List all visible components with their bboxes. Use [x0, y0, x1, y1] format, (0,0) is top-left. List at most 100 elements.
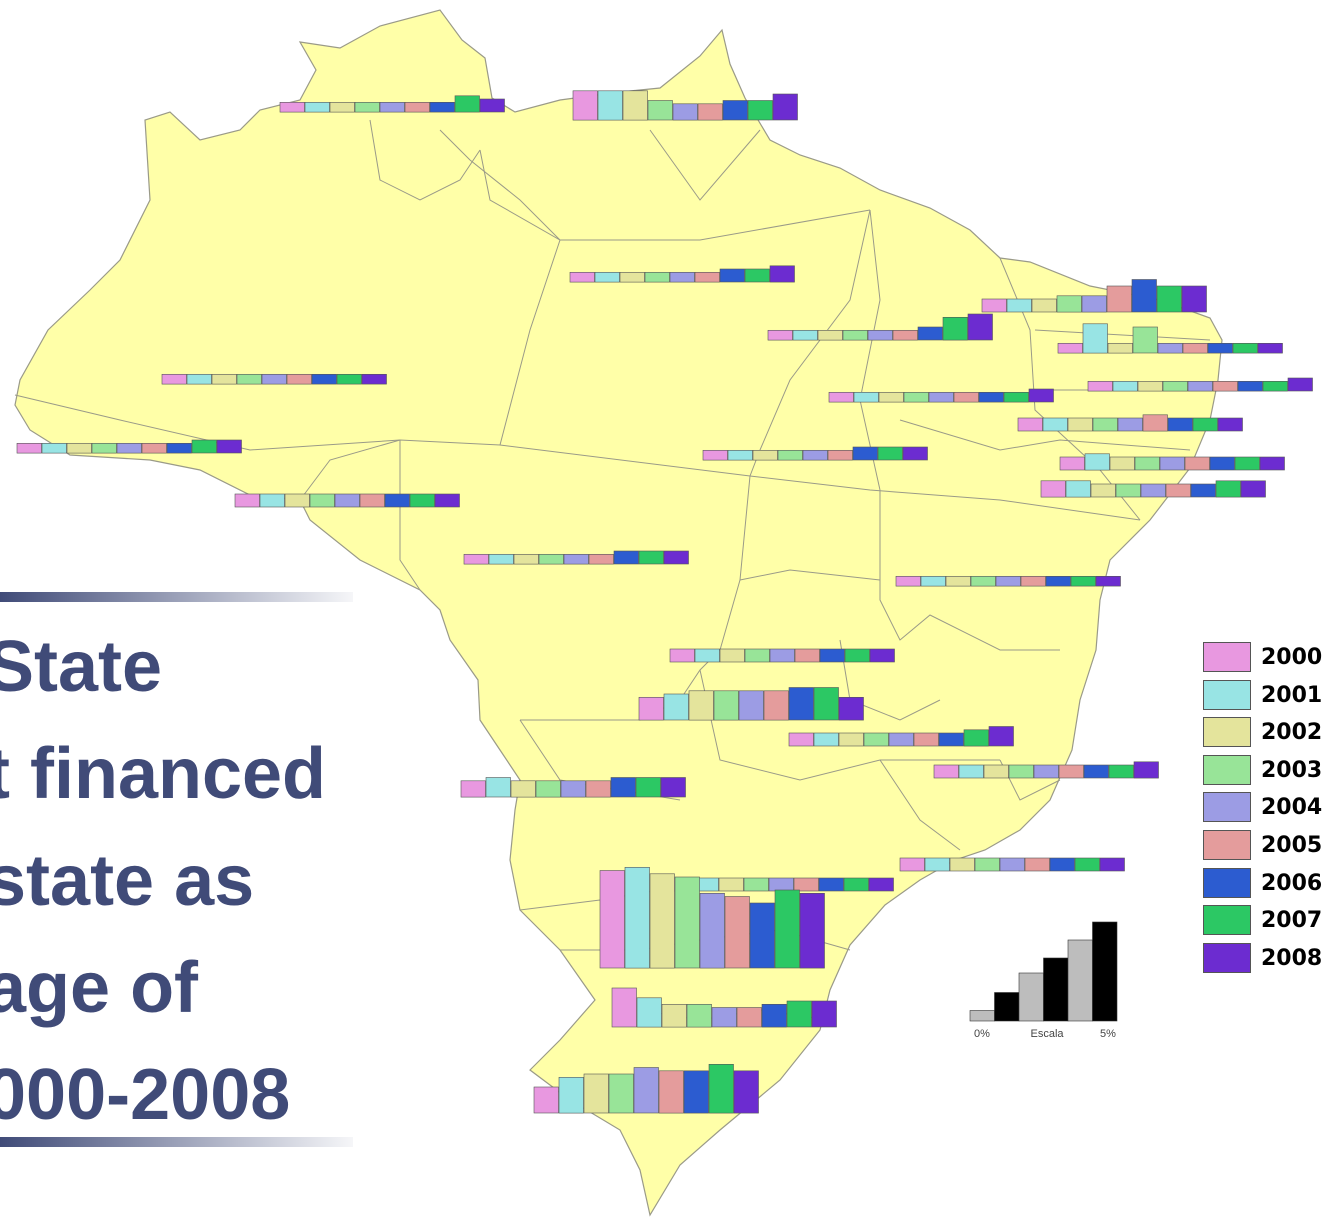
bar-2004 — [999, 857, 1025, 872]
legend-swatch — [1203, 754, 1251, 785]
bar-2001 — [304, 102, 330, 113]
bar-2006 — [1190, 483, 1216, 498]
legend-item: 2007 — [1203, 903, 1326, 941]
bar-2002 — [329, 102, 355, 113]
border-line — [649, 129, 761, 201]
bar-2003 — [354, 102, 380, 113]
bar-2001 — [1006, 298, 1032, 313]
bar-2005 — [736, 1007, 762, 1028]
bar-2008 — [1287, 377, 1313, 392]
bar-2001 — [958, 764, 984, 779]
bar-2008 — [811, 1000, 837, 1028]
bar-2007 — [708, 1064, 734, 1114]
bar-2006 — [384, 493, 410, 508]
bar-2001 — [1084, 453, 1110, 471]
bar-2002 — [649, 873, 675, 969]
bar-2002 — [719, 648, 745, 663]
bar-2005 — [286, 373, 312, 385]
bar-2000 — [788, 732, 814, 747]
scale-bar — [1092, 921, 1118, 1022]
bar-2001 — [1065, 480, 1091, 498]
bar-2002 — [878, 391, 904, 403]
bar-2008 — [434, 493, 460, 508]
bar-2003 — [1132, 326, 1158, 354]
bar-2000 — [234, 493, 260, 508]
border-line — [439, 129, 561, 446]
bar-2001 — [727, 449, 753, 461]
bar-2005 — [1058, 764, 1084, 779]
bar-2001 — [792, 329, 818, 341]
bar-2000 — [611, 987, 637, 1028]
state-bar-charts — [16, 90, 1313, 1114]
legend-item: 2003 — [1203, 753, 1326, 791]
bar-2003 — [236, 373, 262, 385]
bar-2004 — [563, 553, 589, 565]
legend-label: 2008 — [1261, 945, 1323, 971]
bar-2005 — [1165, 483, 1191, 498]
bar-2004 — [867, 329, 893, 341]
bar-2007 — [774, 889, 800, 969]
bar-2003 — [777, 449, 803, 461]
bar-2006 — [917, 326, 943, 341]
legend-swatch — [1203, 829, 1251, 860]
bar-2000 — [981, 298, 1007, 313]
bar-2002 — [1090, 483, 1116, 498]
bar-2006 — [1083, 764, 1109, 779]
bar-2007 — [1074, 857, 1100, 872]
bar-2000 — [463, 553, 489, 565]
border-line — [879, 490, 1060, 651]
bar-2005 — [913, 732, 939, 747]
bar-2007 — [1003, 391, 1029, 403]
bar-2000 — [1017, 417, 1043, 432]
bar-2004 — [1159, 456, 1185, 471]
bar-2007 — [942, 316, 968, 341]
bar-2000 — [899, 857, 925, 872]
legend-swatch — [1203, 792, 1251, 823]
bar-2006 — [761, 1003, 787, 1028]
scale-max-label: 5% — [1100, 1028, 1116, 1040]
border-line — [839, 639, 941, 721]
bar-2003 — [608, 1073, 634, 1114]
bar-2003 — [842, 329, 868, 341]
bar-2004 — [1117, 417, 1143, 432]
bar-2004 — [1187, 380, 1213, 392]
bar-2008 — [1095, 575, 1121, 587]
scale-min-label: 0% — [974, 1028, 990, 1040]
legend-item: 2005 — [1203, 828, 1326, 866]
bar-2004 — [802, 449, 828, 461]
bar-2004 — [699, 892, 725, 969]
bar-2000 — [1057, 342, 1083, 354]
bar-2005 — [359, 493, 385, 508]
bar-2002 — [817, 329, 843, 341]
scale-chart — [969, 921, 1118, 1022]
bar-2000 — [16, 442, 42, 454]
bar-2007 — [877, 446, 903, 461]
bar-2008 — [1028, 388, 1054, 403]
bar-2005 — [1024, 857, 1050, 872]
bar-2005 — [658, 1070, 684, 1114]
bar-2006 — [938, 732, 964, 747]
bar-2003 — [535, 780, 561, 798]
bar-2003 — [1008, 764, 1034, 779]
bar-2006 — [613, 550, 639, 565]
legend-label: 2002 — [1261, 720, 1323, 746]
legend-swatch — [1203, 717, 1251, 748]
bar-2000 — [533, 1086, 559, 1114]
bar-2004 — [769, 648, 795, 663]
bar-2008 — [838, 696, 864, 721]
bar-2007 — [963, 729, 989, 747]
bar-2001 — [663, 693, 689, 721]
bar-2006 — [852, 446, 878, 461]
bar-2008 — [1257, 342, 1283, 354]
bar-2003 — [1115, 483, 1141, 498]
bar-2007 — [786, 1000, 812, 1028]
bar-2002 — [1067, 417, 1093, 432]
legend-swatch — [1203, 679, 1251, 710]
bar-2006 — [722, 100, 748, 121]
border-line — [369, 119, 481, 201]
title-line: state as — [0, 841, 255, 921]
bar-2001 — [636, 997, 662, 1028]
bar-2006 — [429, 102, 455, 113]
bar-2007 — [1070, 575, 1096, 587]
